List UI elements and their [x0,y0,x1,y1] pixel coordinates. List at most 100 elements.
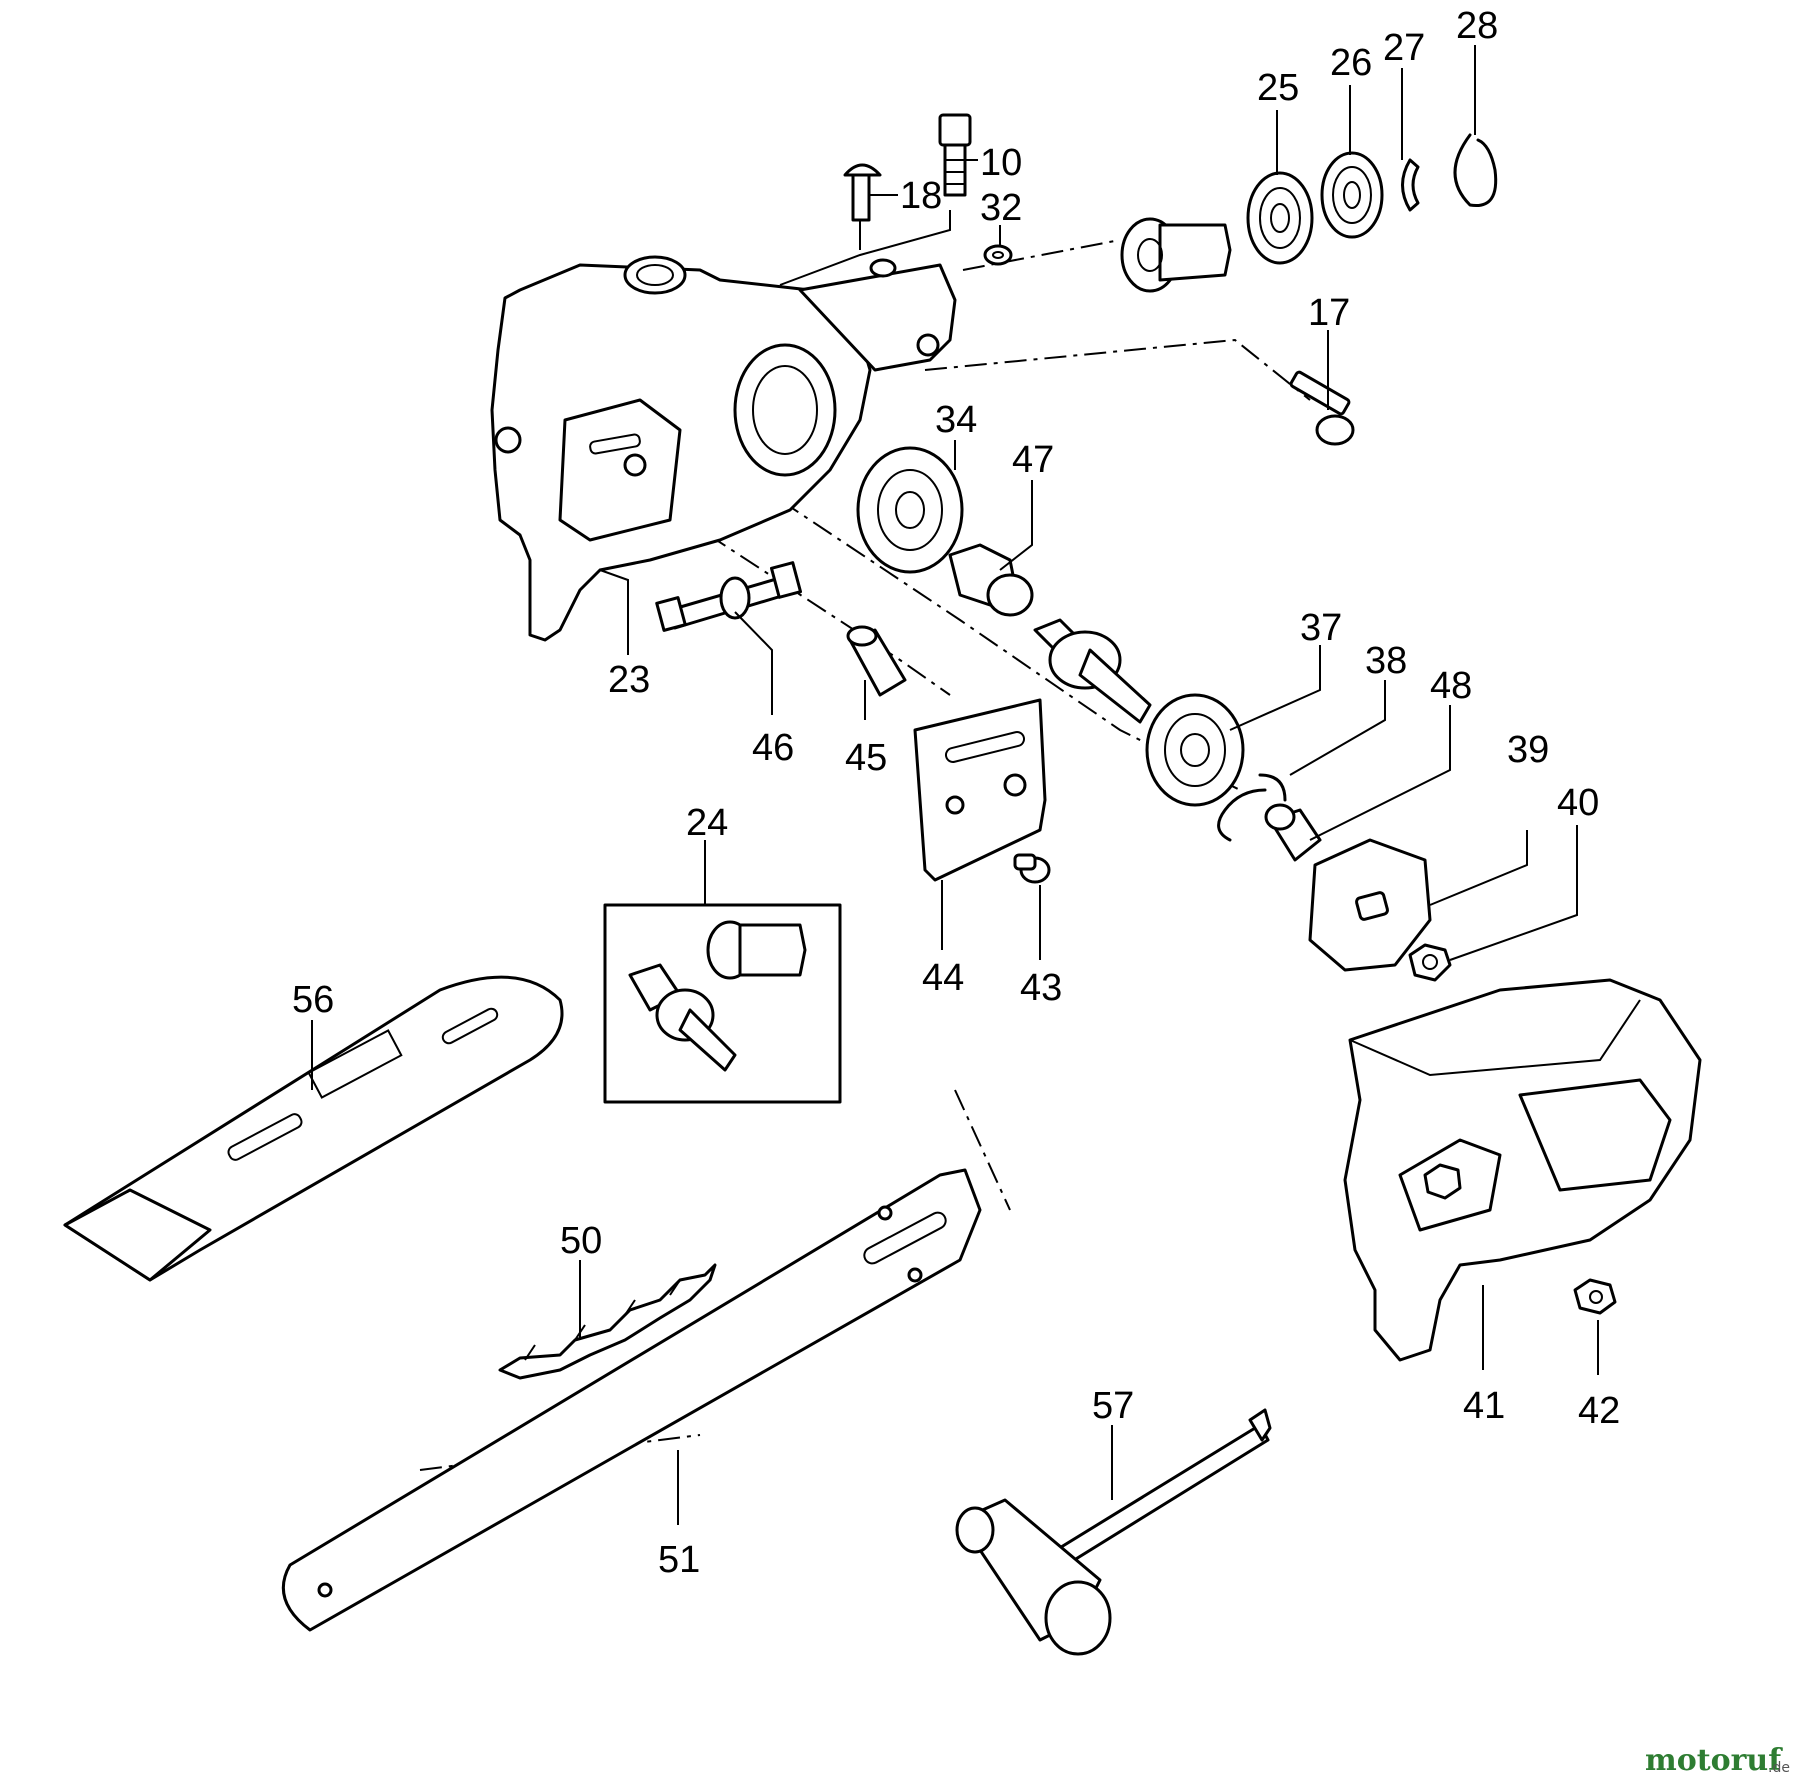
leader-lines [311,45,1599,1525]
guide-bar-51-nose-rivet [317,1582,333,1598]
clutch-drum-37-outer [1145,693,1245,807]
bearing-34-outer [856,446,964,574]
nut-47-collar [986,573,1034,617]
clutch-drum-37-bore [1180,733,1210,767]
circlip-28 [1453,133,1498,208]
callout-labels: 10 17 18 23 24 25 26 27 28 32 34 37 38 3… [292,5,1620,1581]
callout-45: 45 [845,737,887,779]
callout-24: 24 [686,802,728,844]
axis-line-shaft [962,239,1121,271]
housing-neck-hole [916,333,940,357]
callout-44: 44 [922,957,964,999]
kit-24-pinion-shaft [678,1008,737,1072]
bearing-25 [1246,171,1314,265]
clutch-drum-37-ring [1164,713,1226,787]
oil-filler-opening [636,264,674,286]
callout-50: 50 [560,1220,602,1262]
nut-42-body [1573,1278,1617,1315]
bearing-26-race [1332,166,1372,224]
guide-bar-51-slot [863,1211,947,1265]
housing-side-hole [494,426,522,454]
leader-38 [1289,680,1386,776]
sprocket-cover-41-nut-seat [1423,1163,1462,1200]
callout-42: 42 [1578,1390,1620,1432]
bolt-17-head [1315,414,1355,446]
bearing-26 [1320,151,1384,239]
wrench-57-socket-small [955,1506,995,1554]
bar-plate-44-slot [944,731,1026,763]
wrench-57-handle [1038,1423,1270,1577]
scabbard-56-body [63,975,564,1282]
nut-42 [1573,1278,1617,1315]
callout-41: 41 [1463,1385,1505,1427]
brand-watermark: motoruf .de [1645,1743,1790,1778]
input-shaft-body [1158,223,1232,282]
leader-48 [1309,705,1451,841]
clutch-drum-37 [1145,693,1245,807]
screw-18 [843,163,882,222]
callout-39: 39 [1507,729,1549,771]
brand-name: motoruf [1645,1743,1783,1778]
leader-23 [599,569,629,655]
housing-neck [798,263,957,372]
callout-56: 56 [292,979,334,1021]
bolt-10-shank [943,143,967,197]
guide-bar-51-hole-b [907,1267,923,1283]
leader-37 [1229,645,1321,731]
mount-hole [623,453,647,477]
input-shaft [1120,217,1232,293]
bushing-48 [1264,803,1322,862]
callout-47: 47 [1012,439,1054,481]
callout-57: 57 [1092,1385,1134,1427]
mount-slot [589,433,641,455]
nut-40-bore [1422,954,1438,970]
brand-suffix: .de [1768,1760,1790,1776]
screw-18-shank [851,173,871,222]
callout-46: 46 [752,727,794,769]
leader-46 [734,611,773,715]
screw-43 [1013,853,1051,884]
scabbard-56-slot-b [441,1007,499,1045]
guide-bar-51-hole-a [877,1205,893,1221]
callout-27: 27 [1383,27,1425,69]
callout-23: 23 [608,659,650,701]
callout-34: 34 [935,399,977,441]
screw-43-shank [1013,853,1037,871]
callout-17: 17 [1308,292,1350,334]
leader-40 [1449,825,1578,961]
callout-32: 32 [980,187,1022,229]
spacer-45-top [846,625,878,647]
bolt-10 [938,113,972,197]
output-shaft-body [1078,648,1152,724]
sprocket-cover-41-edge [1349,999,1641,1077]
bearing-25-race [1259,187,1301,249]
bearing-34-bore [895,491,925,529]
washer-32-inner [992,251,1004,259]
callout-43: 43 [1020,967,1062,1009]
callout-37: 37 [1300,607,1342,649]
leader-39 [1429,830,1528,906]
callout-25: 25 [1257,67,1299,109]
screw-18-head [843,163,882,177]
axis-line-bolt-10 [779,210,951,286]
axis-line-bolt-17 [924,338,1311,401]
sprocket-39 [1308,838,1432,972]
bar-plate-44-hole-b [1003,773,1027,797]
kit-24-shaft-body [738,923,807,977]
wrench-57 [955,1408,1272,1656]
sprocket-39-hole [1355,891,1389,921]
adjuster-46-head [655,596,687,632]
bolt-17-shank [1289,370,1351,416]
bearing-25-bore [1270,203,1290,233]
housing-boss [869,258,897,278]
callout-18: 18 [900,175,942,217]
bearing-34-race [877,469,943,551]
housing-bearing-bore [752,365,818,455]
adjuster-46-nut [769,561,803,599]
callout-10: 10 [980,142,1022,184]
callout-38: 38 [1365,640,1407,682]
callout-26: 26 [1330,42,1372,84]
bar-plate-44-body [913,698,1047,882]
bar-plate-44-hole-a [945,795,965,815]
chain-adjuster-46 [655,561,803,632]
